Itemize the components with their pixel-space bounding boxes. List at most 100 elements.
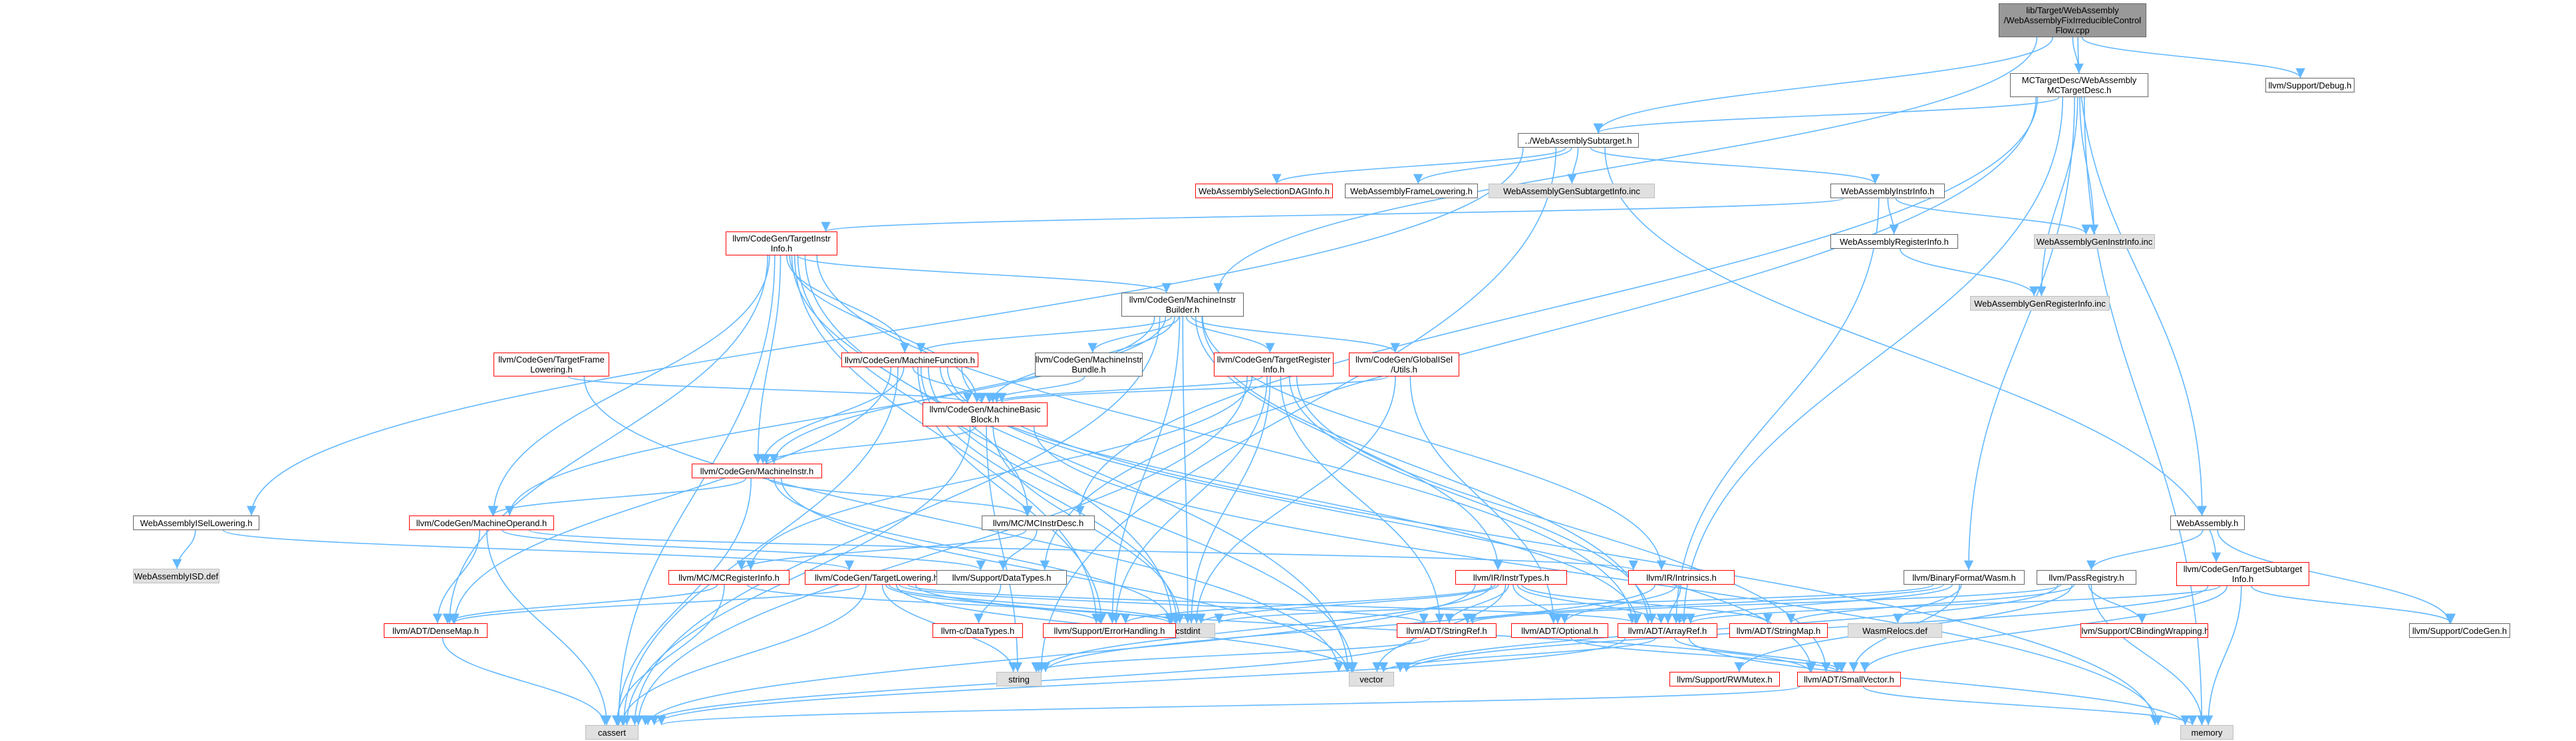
node-seldag[interactable]: WebAssemblySelectionDAGInfo.h (1195, 184, 1333, 198)
node-gisel[interactable]: llvm/CodeGen/GlobalISel/Utils.h (1349, 353, 1459, 376)
node-mcid[interactable]: llvm/MC/MCInstrDesc.h (982, 516, 1095, 530)
node-framelow[interactable]: WebAssemblyFrameLowering.h (1345, 184, 1478, 198)
node-string[interactable]: string (996, 672, 1042, 686)
edge-mf-to-cassert (619, 367, 899, 726)
node-label-line: Info.h (2231, 574, 2254, 584)
edge-mib-to-mf (916, 316, 1173, 353)
edge-arrayref-to-memory (1688, 637, 2190, 726)
node-smallvec[interactable]: llvm/ADT/SmallVector.h (1797, 672, 1901, 686)
node-label-line: WebAssemblyISD.def (134, 571, 219, 581)
node-cbinding[interactable]: llvm/Support/CBindingWrapping.h (2080, 623, 2208, 638)
edge-mib-to-instrtypes (1195, 316, 1503, 571)
node-cassert[interactable]: cassert (585, 725, 639, 740)
node-densemap[interactable]: llvm/ADT/DenseMap.h (384, 623, 488, 638)
edge-tri-to-mcreg (746, 376, 1253, 571)
edge-smallvec-to-memory (1862, 686, 2198, 726)
edge-gisel-to-mbb (997, 376, 1388, 403)
node-genreg[interactable]: WebAssemblyGenRegisterInfo.inc (1970, 296, 2110, 311)
node-wasmrelocs[interactable]: WasmRelocs.def (1848, 623, 1942, 638)
node-mf[interactable]: llvm/CodeGen/MachineFunction.h (841, 353, 978, 367)
node-stringref[interactable]: llvm/ADT/StringRef.h (1397, 623, 1497, 638)
edge-instrtypes-to-optional (1512, 584, 1563, 624)
node-intrinsics[interactable]: llvm/IR/Intrinsics.h (1628, 570, 1735, 585)
node-label-line: cstdint (1175, 625, 1201, 636)
edge-passreg-to-memory (2090, 584, 2207, 726)
node-label-line: WebAssemblyRegisterInfo.h (1840, 236, 1949, 247)
edge-subtarget-to-instrinfo (1590, 147, 1880, 184)
edge-subtarget-to-gensub (1567, 147, 1579, 184)
edge-smallvec-to-cassert (657, 686, 1800, 726)
node-isd[interactable]: WebAssemblyISD.def (133, 569, 219, 583)
node-root[interactable]: lib/Target/WebAssembly/WebAssemblyFixIrr… (1999, 3, 2146, 37)
node-label-line: Info.h (1262, 365, 1285, 374)
edge-tri-to-mbb (992, 376, 1263, 403)
node-debug[interactable]: llvm/Support/Debug.h (2265, 78, 2355, 92)
node-errh[interactable]: llvm/Support/ErrorHandling.h (1043, 623, 1176, 638)
edge-subtarget-to-framelow (1413, 147, 1572, 184)
node-mi[interactable]: llvm/CodeGen/MachineInstr.h (692, 464, 822, 478)
edge-root-to-mib (1213, 37, 2038, 293)
node-arrayref[interactable]: llvm/ADT/ArrayRef.h (1618, 623, 1717, 638)
edge-root-to-subtarget (1593, 37, 2054, 134)
edge-mctd-to-binwasm (1963, 96, 2075, 571)
node-mo[interactable]: llvm/CodeGen/MachineOperand.h (409, 516, 554, 530)
node-passreg[interactable]: llvm/PassRegistry.h (2037, 570, 2136, 585)
node-label-line: llvm/ADT/ArrayRef.h (1628, 625, 1707, 636)
node-isellow[interactable]: WebAssemblyISelLowering.h (133, 516, 259, 530)
node-memory[interactable]: memory (2180, 725, 2233, 740)
node-wasmh[interactable]: WebAssembly.h (2170, 516, 2245, 530)
node-subtarget[interactable]: ../WebAssemblySubtarget.h (1518, 133, 1639, 148)
edge-mctd-to-memory (2083, 96, 2207, 726)
node-label-line: Info.h (770, 243, 793, 253)
edge-mib-to-errh (1107, 316, 1181, 624)
node-label-line: string (1008, 674, 1030, 684)
node-tl[interactable]: llvm/CodeGen/TargetLowering.h (805, 570, 948, 585)
node-stringmap[interactable]: llvm/ADT/StringMap.h (1729, 623, 1828, 638)
node-label-line: llvm/MC/MCRegisterInfo.h (678, 572, 780, 583)
edge-intrinsics-to-optional (1560, 584, 1677, 624)
node-label-line: llvm/PassRegistry.h (2049, 572, 2124, 583)
node-label-line: llvm/Support/CBindingWrapping.h (2080, 625, 2208, 636)
node-vector[interactable]: vector (1349, 672, 1394, 686)
node-instrtypes[interactable]: llvm/IR/InstrTypes.h (1455, 570, 1567, 585)
edge-mctd-to-genreg (2037, 96, 2078, 297)
node-instrinfo[interactable]: WebAssemblyInstrInfo.h (1830, 184, 1945, 198)
node-cdt[interactable]: llvm-c/DataTypes.h (932, 623, 1023, 638)
node-codegen[interactable]: llvm/Support/CodeGen.h (2409, 623, 2510, 638)
node-label-line: llvm/ADT/Optional.h (1521, 625, 1598, 636)
edge-mctd-to-arrayref (1679, 96, 2064, 624)
edge-mbb-to-mi (761, 426, 977, 464)
edge-mcreg-to-cassert (611, 584, 725, 726)
edge-mo-to-cassert (486, 529, 612, 726)
node-datatypes[interactable]: llvm/Support/DataTypes.h (936, 570, 1067, 585)
edge-mcreg-to-densemap (442, 584, 718, 624)
edge-passreg-to-stringmap (1786, 584, 2075, 624)
node-label-line: Builder.h (1165, 305, 1200, 315)
node-mcreg[interactable]: llvm/MC/MCRegisterInfo.h (668, 570, 789, 585)
edge-tii-to-vector (804, 255, 1353, 672)
edge-subtarget-to-tsi (1604, 147, 2221, 563)
edge-instrinfo-to-geninstr (1895, 198, 2091, 235)
node-label-line: llvm/CodeGen/GlobalISel (1356, 355, 1453, 365)
node-gensub[interactable]: WebAssemblyGenSubtargetInfo.inc (1489, 184, 1655, 198)
edge-tri-to-stringref (1280, 376, 1445, 624)
node-label-line: Flow.cpp (2055, 25, 2090, 35)
node-label-line: llvm/CodeGen/MachineBasic (929, 404, 1041, 414)
node-reginfo[interactable]: WebAssemblyRegisterInfo.h (1830, 234, 1958, 249)
node-label-line: llvm/Support/RWMutex.h (1677, 674, 1773, 684)
node-geninstr[interactable]: WebAssemblyGenInstrInfo.inc (2034, 234, 2155, 249)
edge-instrinfo-to-reginfo (1887, 198, 1899, 235)
node-rwmutex[interactable]: llvm/Support/RWMutex.h (1669, 672, 1780, 686)
edge-mo-to-intrinsics (529, 529, 1638, 571)
node-label-line: cassert (598, 727, 626, 738)
node-binwasm[interactable]: llvm/BinaryFormat/Wasm.h (1904, 570, 2025, 585)
node-optional[interactable]: llvm/ADT/Optional.h (1511, 623, 1608, 638)
